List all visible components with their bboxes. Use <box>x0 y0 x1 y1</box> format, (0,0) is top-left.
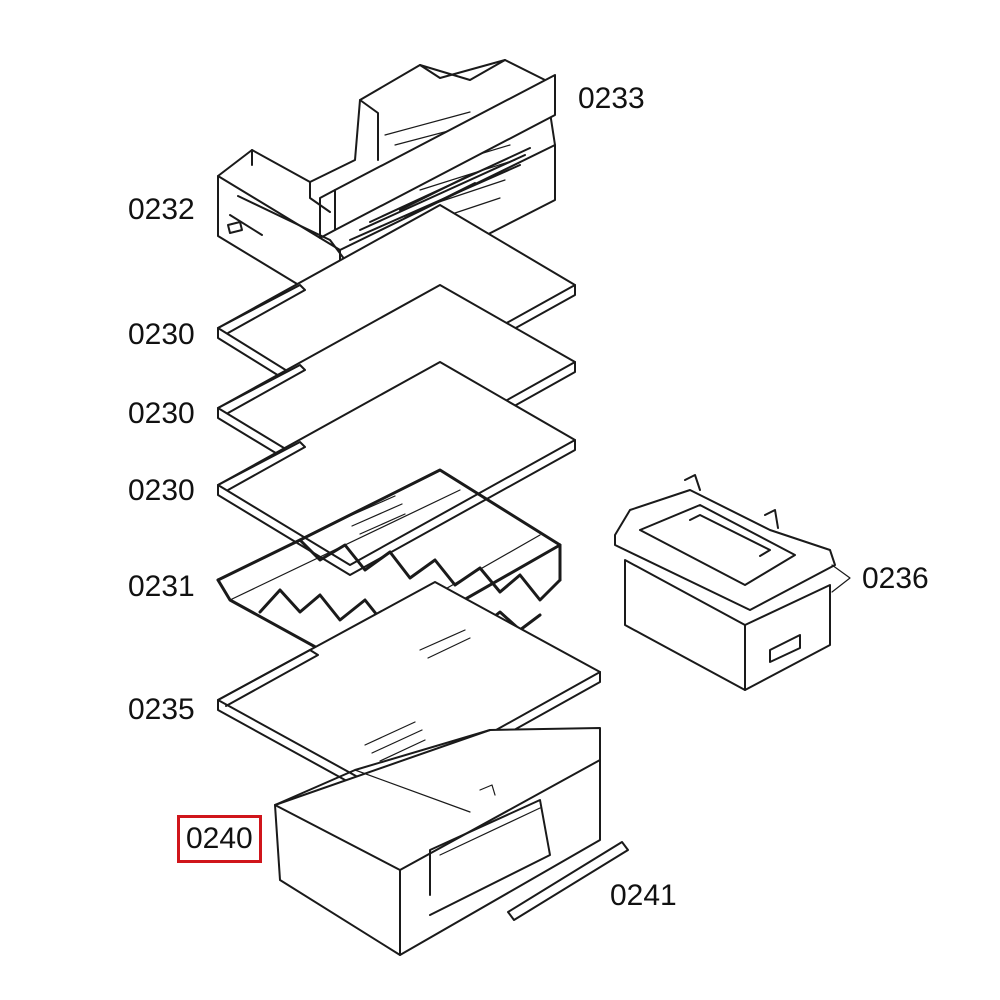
part-label-0235: 0235 <box>128 693 195 726</box>
part-label-0230-a: 0230 <box>128 318 195 351</box>
part-label-0231: 0231 <box>128 570 195 603</box>
part-label-0236: 0236 <box>862 562 929 595</box>
divider-0233 <box>319 74 556 239</box>
part-label-0233: 0233 <box>578 82 645 115</box>
part-label-0241: 0241 <box>610 879 677 912</box>
part-label-0232: 0232 <box>128 193 195 226</box>
part-label-0230-b: 0230 <box>128 397 195 430</box>
glass-shelf-0235 <box>217 581 601 803</box>
part-label-0230-c: 0230 <box>128 474 195 507</box>
small-box-0236 <box>614 474 851 691</box>
crisper-box-0240 <box>274 727 601 956</box>
trim-strip-0241 <box>507 841 629 921</box>
part-label-0240-highlighted[interactable]: 0240 <box>177 815 262 863</box>
